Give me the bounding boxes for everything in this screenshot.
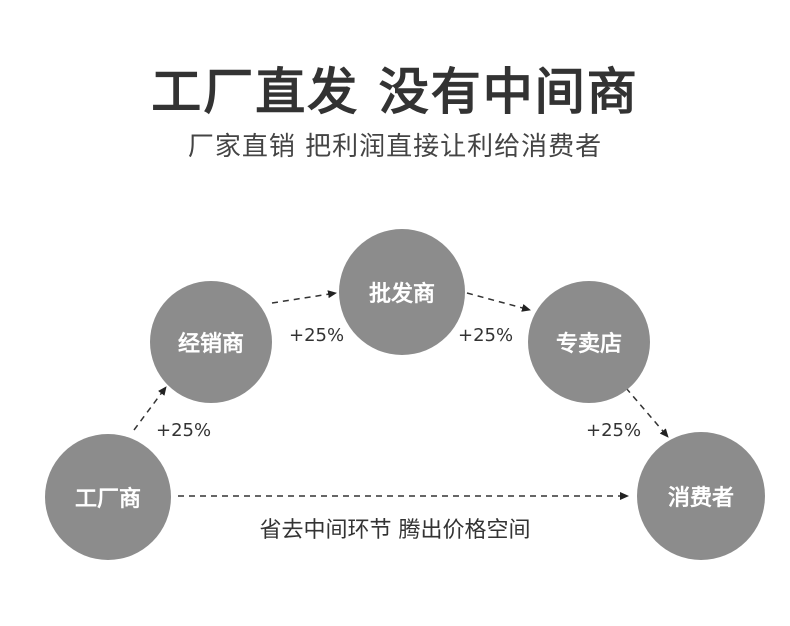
page-subtitle: 厂家直销 把利润直接让利给消费者 <box>187 132 603 162</box>
markup-distributor-to-wholesaler: +25% <box>289 325 345 346</box>
arrow-factory-to-distributor <box>133 386 167 431</box>
markup-store-to-consumer: +25% <box>586 420 642 441</box>
page-title: 工厂直发 没有中间商 <box>151 63 639 121</box>
arrow-distributor-to-wholesaler <box>271 290 337 304</box>
node-factory: 工厂商 <box>45 434 171 560</box>
node-factory-label: 工厂商 <box>74 487 141 512</box>
node-store-label: 专卖店 <box>555 332 622 357</box>
markup-wholesaler-to-store: +25% <box>458 325 514 346</box>
direct-route-caption: 省去中间环节 腾出价格空间 <box>259 518 531 543</box>
node-store: 专卖店 <box>528 281 650 403</box>
node-consumer-label: 消费者 <box>667 486 734 511</box>
node-wholesaler: 批发商 <box>339 229 465 355</box>
markup-factory-to-distributor: +25% <box>156 420 212 441</box>
node-consumer: 消费者 <box>637 432 765 560</box>
node-distributor-label: 经销商 <box>177 332 244 357</box>
arrow-wholesaler-to-store <box>466 292 531 312</box>
node-distributor: 经销商 <box>150 281 272 403</box>
node-wholesaler-label: 批发商 <box>368 282 435 307</box>
